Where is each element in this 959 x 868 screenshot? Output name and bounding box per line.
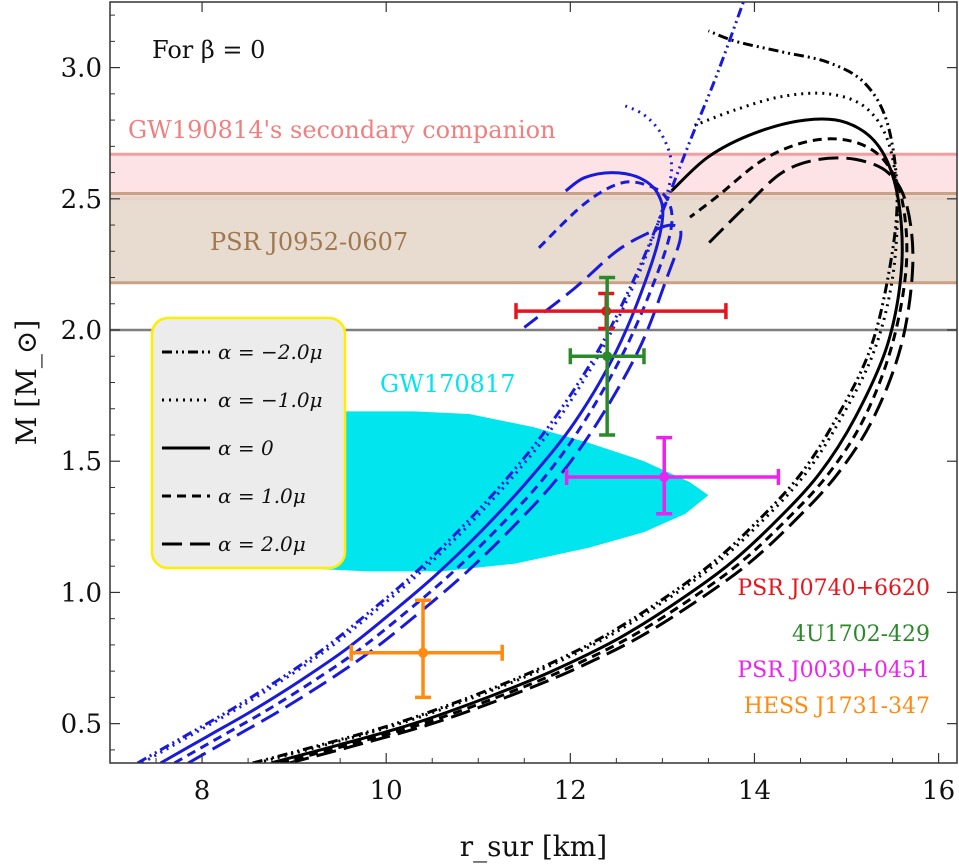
band-label-psr-j0952: PSR J0952-0607 [210, 228, 408, 256]
bands-layer [110, 152, 957, 285]
curve-blue-3 [173, 180, 674, 763]
x-tick-label-4: 16 [922, 776, 955, 806]
curve-blue-0 [136, 2, 745, 763]
curve-blue-1 [141, 102, 674, 763]
obs-point-3 [418, 647, 429, 658]
observation-3 [349, 598, 504, 700]
source-label-2: PSR J0030+0451 [737, 658, 930, 683]
observations-layer [349, 275, 781, 700]
curve-black-9 [289, 156, 915, 763]
y-tick-label-0: 0.5 [61, 710, 102, 740]
gw170817-region [238, 411, 709, 572]
y-tick-label-5: 3.0 [61, 54, 102, 84]
curve-blue-2 [159, 171, 665, 763]
y-tick-label-3: 2.0 [61, 316, 102, 346]
x-axis-label: r_sur [km] [460, 830, 607, 863]
region-label-gw170817: GW170817 [380, 370, 515, 398]
curves-layer [136, 2, 915, 763]
labels-layer: r_sur [km] M [M_⊙] For β = 0 GW190814's sec… [10, 36, 930, 863]
ticks-layer: 8 10 12 14 16 0.5 1.0 1.5 2.0 2.5 3.0 [61, 2, 957, 806]
x-tick-label-0: 8 [194, 776, 211, 806]
observation-0 [514, 291, 728, 331]
legend: α = −2.0μ α = −1.0μ α = 0 α = 1.0μ α = 2.0μ [150, 316, 347, 570]
legend-label-4: α = 2.0μ [218, 532, 306, 556]
source-label-1: 4U1702-429 [792, 622, 930, 647]
beta-annotation: For β = 0 [152, 36, 265, 64]
source-label-3: HESS J1731-347 [744, 694, 930, 719]
legend-label-2: α = 0 [218, 436, 274, 460]
observation-2 [564, 435, 781, 516]
obs-point-1 [602, 351, 613, 362]
curve-blue-4 [187, 223, 683, 763]
band-0 [110, 154, 957, 199]
curve-black-7 [270, 117, 904, 763]
band-1 [110, 193, 957, 283]
x-tick-label-3: 14 [738, 776, 771, 806]
legend-label-0: α = −2.0μ [218, 340, 323, 364]
source-label-0: PSR J0740+6620 [737, 576, 930, 601]
legend-box [150, 316, 347, 570]
x-tick-label-2: 12 [554, 776, 587, 806]
curve-black-6 [256, 91, 899, 763]
x-tick-label-1: 10 [370, 776, 403, 806]
y-axis-label: M [M_⊙] [10, 320, 43, 446]
region-layer [238, 411, 709, 572]
obs-point-2 [659, 471, 670, 482]
legend-label-3: α = 1.0μ [218, 484, 306, 508]
y-tick-label-2: 1.5 [61, 447, 102, 477]
observation-1 [568, 275, 646, 437]
legend-label-1: α = −1.0μ [218, 388, 323, 412]
band-label-gw190814: GW190814's secondary companion [128, 116, 556, 144]
y-tick-label-4: 2.5 [61, 185, 102, 215]
curve-black-8 [279, 137, 909, 763]
y-tick-label-1: 1.0 [61, 578, 102, 608]
